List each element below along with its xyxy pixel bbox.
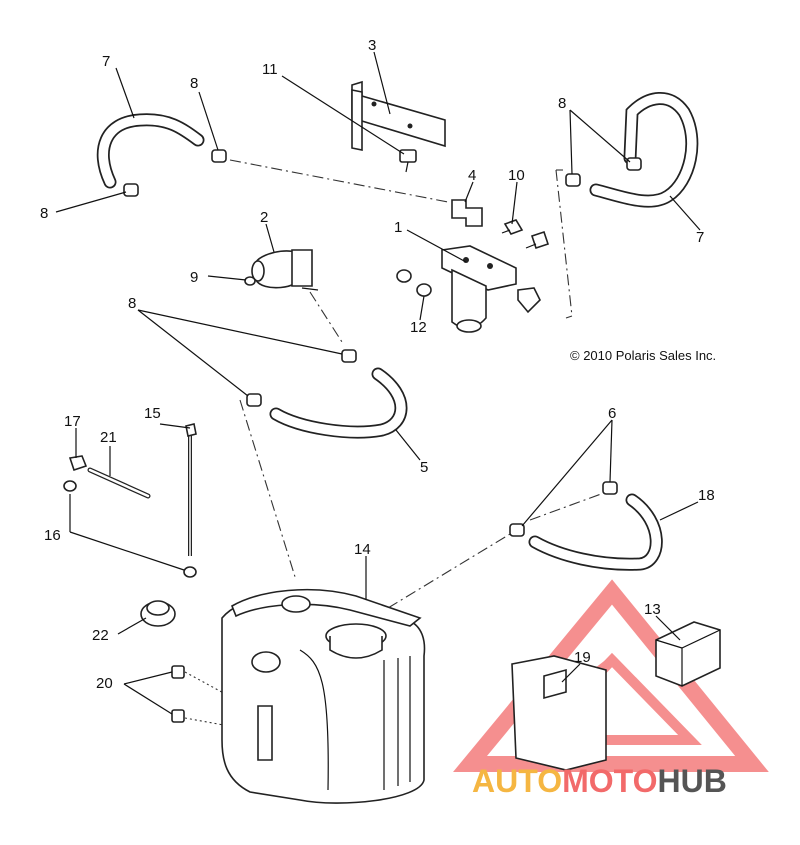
watermark-hub: HUB	[657, 763, 726, 799]
fitting-17-and-grommet-16	[63, 455, 88, 492]
callout-7: 7	[102, 53, 110, 70]
callout-labels: 7 8 8 3 11 8 7 4 10 1 2 9 12 8 © 2010 Po…	[40, 37, 716, 692]
callout-16: 16	[44, 527, 61, 544]
bolts-10	[501, 219, 550, 250]
screw-9	[244, 276, 256, 286]
callout-20: 20	[96, 675, 113, 692]
fuel-filter-assembly	[441, 245, 541, 333]
callout-3: 3	[368, 37, 376, 54]
hose-clamps	[123, 149, 642, 537]
callout-8: 8	[558, 95, 566, 112]
callout-9: 9	[190, 269, 198, 286]
callout-15: 15	[144, 405, 161, 422]
callout-14: 14	[354, 541, 371, 558]
callout-8: 8	[128, 295, 136, 312]
bolts-20	[171, 665, 185, 723]
shield-19	[511, 655, 607, 771]
callout-2: 2	[260, 209, 268, 226]
callout-11: 11	[262, 61, 278, 78]
hose-7-left	[96, 113, 205, 189]
vent-tube-15	[183, 423, 197, 578]
elbow-fitting	[451, 199, 483, 227]
callout-5: 5	[420, 459, 428, 476]
pad-13	[655, 621, 721, 687]
hose-5	[269, 367, 408, 439]
callout-22: 22	[92, 627, 109, 644]
hose-18	[528, 493, 663, 571]
callout-17: 17	[64, 413, 81, 430]
watermark-logo-text: AUTOMOTOHUB	[472, 763, 727, 799]
fuel-tank	[221, 588, 426, 804]
mounting-bracket	[351, 80, 446, 151]
callout-leader-lines	[55, 51, 701, 715]
callout-21: 21	[100, 429, 117, 446]
hose-7-right	[589, 92, 699, 208]
fuel-cap	[140, 600, 176, 627]
callout-19: 19	[574, 649, 591, 666]
callout-12: 12	[410, 319, 427, 336]
fuel-pump	[251, 249, 319, 291]
callout-1: 1	[394, 219, 402, 236]
callout-18: 18	[698, 487, 715, 504]
watermark-auto: AUTO	[472, 763, 562, 799]
nuts-12	[396, 269, 432, 297]
callout-8: 8	[40, 205, 48, 222]
callout-6: 6	[608, 405, 616, 422]
bolt-11	[399, 149, 417, 173]
callout-4: 4	[468, 167, 476, 184]
callout-7: 7	[696, 229, 704, 246]
tube-21	[87, 467, 151, 499]
svg-text:AUTOMOTOHUB: AUTOMOTOHUB	[472, 763, 727, 799]
callout-8: 8	[190, 75, 198, 92]
copyright-notice: © 2010 Polaris Sales Inc.	[570, 348, 716, 363]
callout-13: 13	[644, 601, 661, 618]
callout-10: 10	[508, 167, 525, 184]
watermark-moto: MOTO	[562, 763, 657, 799]
